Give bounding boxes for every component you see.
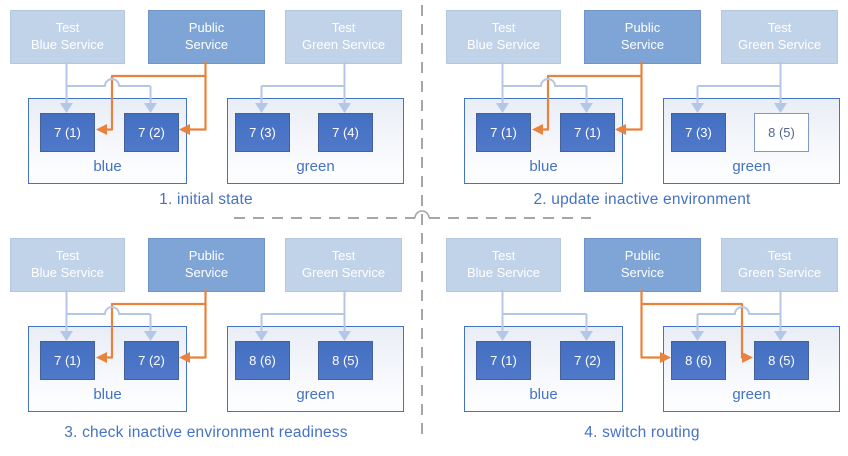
pod-label: 7 (2) — [138, 353, 165, 368]
pod-green-2: 7 (4) — [318, 113, 373, 152]
test-blue-service-box: Test Blue Service — [10, 10, 125, 64]
pod-blue-2: 7 (2) — [560, 341, 615, 380]
test-blue-service-label: Test Blue Service — [31, 20, 104, 52]
pod-label: 7 (1) — [490, 353, 517, 368]
blue-environment-label: blue — [93, 386, 122, 403]
public-service-label: Public Service — [620, 20, 665, 52]
pod-blue-1: 7 (1) — [476, 113, 531, 152]
test-blue-service-box: Test Blue Service — [10, 238, 125, 292]
test-green-service-box: Test Green Service — [721, 10, 838, 64]
panel-4-switch-routing: Test Blue Service Public Service Test Gr… — [424, 228, 848, 456]
pod-label: 7 (2) — [138, 125, 165, 140]
test-green-service-label: Test Green Service — [301, 20, 386, 52]
green-environment-label: green — [732, 158, 771, 175]
blue-environment-label: blue — [93, 158, 122, 175]
panel-caption: 3. check inactive environment readiness — [64, 424, 348, 441]
test-blue-service-box: Test Blue Service — [446, 238, 561, 292]
pod-green-1: 7 (3) — [235, 113, 290, 152]
test-green-service-label: Test Green Service — [737, 248, 822, 280]
pod-blue-2: 7 (1) — [560, 113, 615, 152]
test-green-service-box: Test Green Service — [285, 10, 402, 64]
test-blue-service-label: Test Blue Service — [31, 248, 104, 280]
pod-label: 8 (5) — [768, 353, 795, 368]
public-service-box: Public Service — [584, 238, 701, 292]
pod-green-1: 8 (6) — [671, 341, 726, 380]
pod-label: 7 (3) — [249, 125, 276, 140]
test-blue-service-box: Test Blue Service — [446, 10, 561, 64]
pod-green-2-starting: 8 (5) — [754, 113, 809, 152]
pod-green-1: 8 (6) — [235, 341, 290, 380]
pod-label: 8 (5) — [768, 125, 795, 140]
pod-label: 7 (1) — [574, 125, 601, 140]
pod-label: 7 (4) — [332, 125, 359, 140]
blue-environment-label: blue — [529, 386, 558, 403]
public-service-box: Public Service — [148, 10, 265, 64]
panel-caption: 2. update inactive environment — [533, 191, 751, 208]
panel-caption: 4. switch routing — [584, 424, 700, 441]
public-service-label: Public Service — [184, 20, 229, 52]
panel-2-update-inactive-environment: Test Blue Service Public Service Test Gr… — [424, 0, 848, 228]
pod-blue-1: 7 (1) — [40, 113, 95, 152]
blue-environment-label: blue — [529, 158, 558, 175]
public-service-label: Public Service — [620, 248, 665, 280]
panel-caption: 1. initial state — [159, 191, 253, 208]
pod-blue-2: 7 (2) — [124, 113, 179, 152]
public-service-box: Public Service — [584, 10, 701, 64]
test-blue-service-label: Test Blue Service — [467, 248, 540, 280]
test-green-service-box: Test Green Service — [285, 238, 402, 292]
pod-green-2: 8 (5) — [754, 341, 809, 380]
pod-label: 8 (5) — [332, 353, 359, 368]
green-environment-label: green — [732, 386, 771, 403]
pod-blue-1: 7 (1) — [476, 341, 531, 380]
test-green-service-box: Test Green Service — [721, 238, 838, 292]
pod-label: 7 (3) — [685, 125, 712, 140]
pod-blue-1: 7 (1) — [40, 341, 95, 380]
pod-label: 7 (2) — [574, 353, 601, 368]
panel-1-initial-state: Test Blue Service Public Service Test Gr… — [0, 0, 424, 228]
public-service-box: Public Service — [148, 238, 265, 292]
panel-3-check-inactive-environment-readiness: Test Blue Service Public Service Test Gr… — [0, 228, 424, 456]
green-environment-label: green — [296, 158, 335, 175]
pod-green-2: 8 (5) — [318, 341, 373, 380]
public-service-label: Public Service — [184, 248, 229, 280]
test-green-service-label: Test Green Service — [737, 20, 822, 52]
pod-label: 8 (6) — [685, 353, 712, 368]
pod-blue-2: 7 (2) — [124, 341, 179, 380]
green-environment-label: green — [296, 386, 335, 403]
pod-label: 7 (1) — [490, 125, 517, 140]
test-blue-service-label: Test Blue Service — [467, 20, 540, 52]
pod-label: 7 (1) — [54, 125, 81, 140]
pod-label: 7 (1) — [54, 353, 81, 368]
pod-label: 8 (6) — [249, 353, 276, 368]
test-green-service-label: Test Green Service — [301, 248, 386, 280]
pod-green-1: 7 (3) — [671, 113, 726, 152]
